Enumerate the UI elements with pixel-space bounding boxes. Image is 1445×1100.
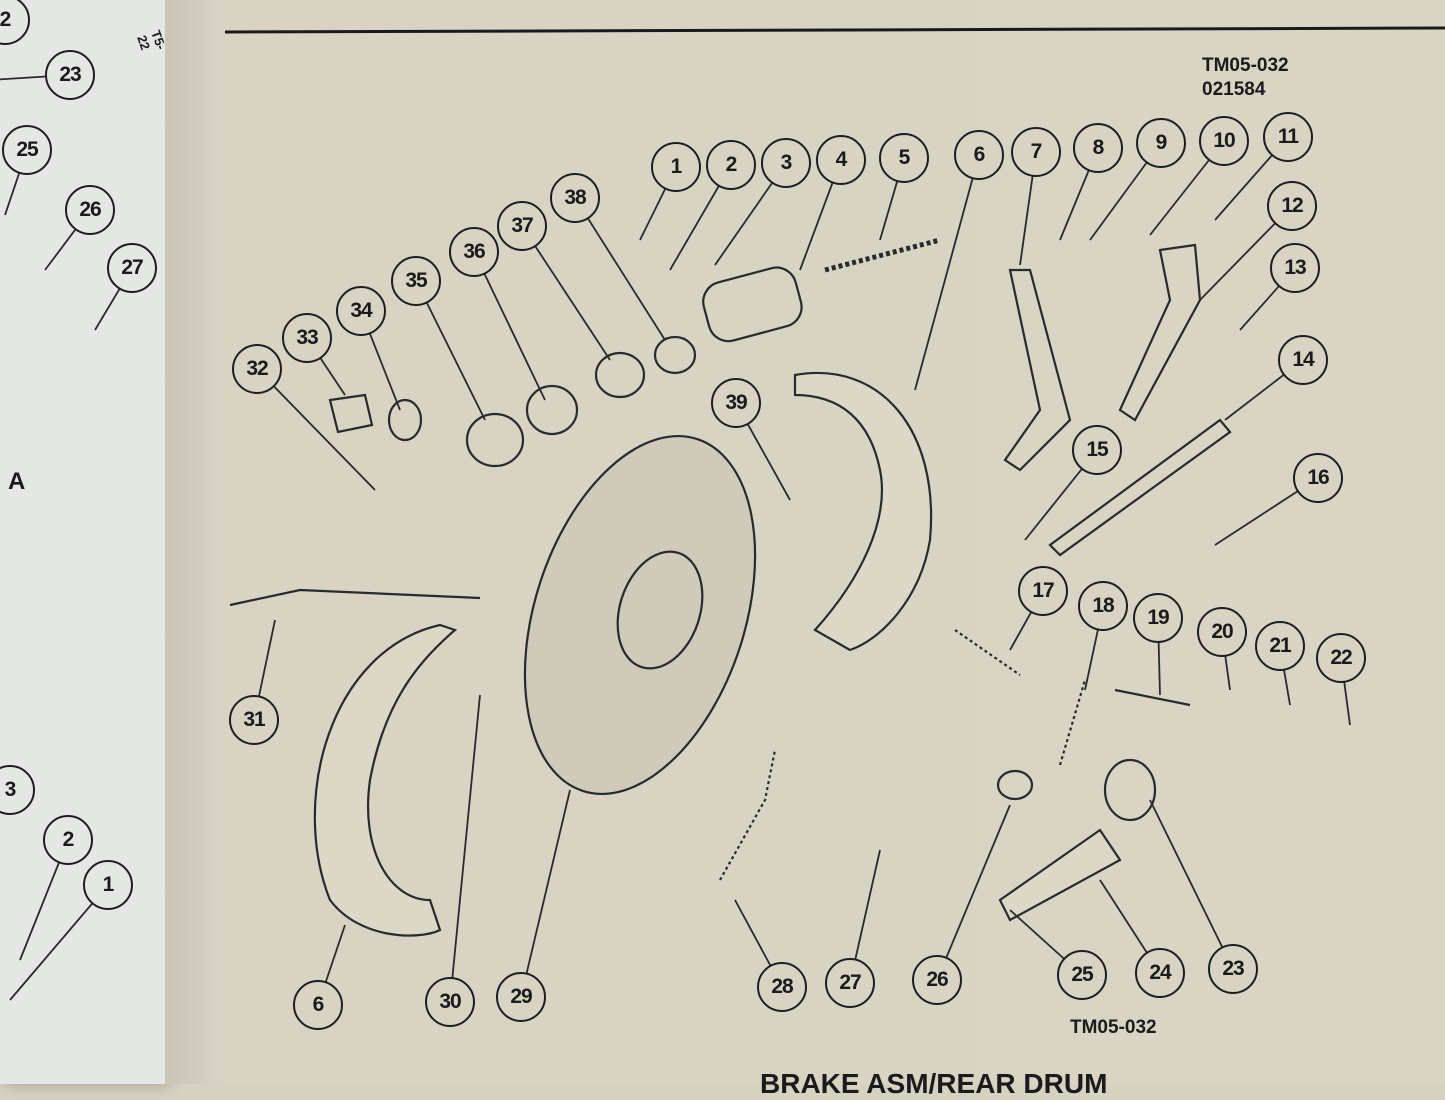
left-callout-26: 26 — [65, 185, 115, 235]
facing-page: T5-22 A — [0, 0, 169, 1084]
main-callout-23: 23 — [1208, 944, 1258, 994]
pin — [1114, 688, 1191, 707]
wheel-cylinder — [702, 266, 803, 343]
main-callout-39: 39 — [711, 378, 761, 428]
main-callout-22: 22 — [1316, 633, 1366, 683]
leader-line — [473, 251, 546, 401]
main-callout-32: 32 — [232, 344, 282, 394]
main-callout-31: 31 — [229, 695, 279, 745]
left-callout-2: 2 — [43, 815, 93, 865]
parking-lever — [1003, 268, 1072, 472]
main-callout-37: 37 — [497, 201, 547, 251]
return-spring — [719, 749, 777, 881]
spring-2 — [1058, 679, 1087, 766]
strut — [1048, 418, 1232, 557]
nut — [328, 393, 374, 434]
leader-line — [574, 197, 666, 341]
socket — [1103, 758, 1157, 822]
view-label: A — [8, 468, 26, 495]
adjuster-lever — [1118, 243, 1202, 422]
left-callout-23: 23 — [45, 50, 95, 100]
main-callout-28: 28 — [757, 962, 807, 1012]
brake-shoe-left — [313, 623, 458, 937]
figure-date: 021584 — [1202, 79, 1266, 100]
main-callout-4: 4 — [816, 135, 866, 185]
header-rule — [224, 26, 1445, 34]
leader-line — [1149, 799, 1234, 970]
main-callout-33: 33 — [282, 313, 332, 363]
washer — [387, 398, 423, 442]
bleeder-seat — [465, 412, 525, 468]
leader-line — [520, 789, 571, 998]
main-callout-17: 17 — [1018, 566, 1068, 616]
main-callout-19: 19 — [1133, 593, 1183, 643]
main-callout-1: 1 — [651, 142, 701, 192]
pivot-washer — [996, 769, 1034, 801]
main-callout-12: 12 — [1267, 181, 1317, 231]
leader-line — [914, 154, 980, 391]
main-callout-3: 3 — [761, 138, 811, 188]
adjuster-screw — [998, 828, 1122, 922]
spring-1 — [954, 629, 1021, 676]
figure-id-bottom: TM05-032 — [1070, 1017, 1157, 1038]
left-callout-27: 27 — [107, 243, 157, 293]
left-callout-1: 1 — [83, 860, 133, 910]
main-callout-6: 6 — [954, 130, 1004, 180]
main-callout-24: 24 — [1135, 948, 1185, 998]
spring-3 — [824, 237, 941, 273]
main-callout-16: 16 — [1293, 453, 1343, 503]
main-callout-30: 30 — [425, 977, 475, 1027]
main-callout-6: 6 — [293, 980, 343, 1030]
main-callout-29: 29 — [496, 972, 546, 1022]
leader-line — [449, 694, 481, 1003]
main-callout-15: 15 — [1072, 425, 1122, 475]
main-callout-20: 20 — [1197, 607, 1247, 657]
leader-line — [521, 225, 611, 361]
main-callout-8: 8 — [1073, 123, 1123, 173]
main-callout-21: 21 — [1255, 621, 1305, 671]
piston — [594, 351, 646, 399]
main-callout-10: 10 — [1199, 116, 1249, 166]
caption: BRAKE ASM/REAR DRUM — [760, 1068, 1108, 1099]
main-callout-13: 13 — [1270, 243, 1320, 293]
brake-shoe-right — [793, 372, 933, 652]
backing-plate — [523, 434, 757, 796]
leader-line — [936, 804, 1011, 981]
main-callout-11: 11 — [1263, 112, 1313, 162]
main-callout-9: 9 — [1136, 118, 1186, 168]
main-callout-14: 14 — [1278, 335, 1328, 385]
main-callout-36: 36 — [449, 227, 499, 277]
left-callout-25: 25 — [2, 125, 52, 175]
boot — [525, 384, 579, 436]
main-callout-5: 5 — [879, 133, 929, 183]
main-callout-7: 7 — [1011, 127, 1061, 177]
main-callout-2: 2 — [706, 140, 756, 190]
main-callout-18: 18 — [1078, 581, 1128, 631]
main-callout-26: 26 — [912, 955, 962, 1005]
cable — [229, 588, 481, 607]
cylinder-cup — [653, 335, 697, 375]
main-callout-34: 34 — [336, 286, 386, 336]
main-callout-38: 38 — [550, 173, 600, 223]
main-callout-27: 27 — [825, 958, 875, 1008]
main-callout-25: 25 — [1057, 950, 1107, 1000]
backing-plate-hub — [616, 550, 704, 670]
main-callout-35: 35 — [391, 256, 441, 306]
figure-id-top: TM05-032 — [1202, 55, 1289, 76]
leader-line — [415, 280, 486, 421]
leader-line — [256, 368, 376, 491]
